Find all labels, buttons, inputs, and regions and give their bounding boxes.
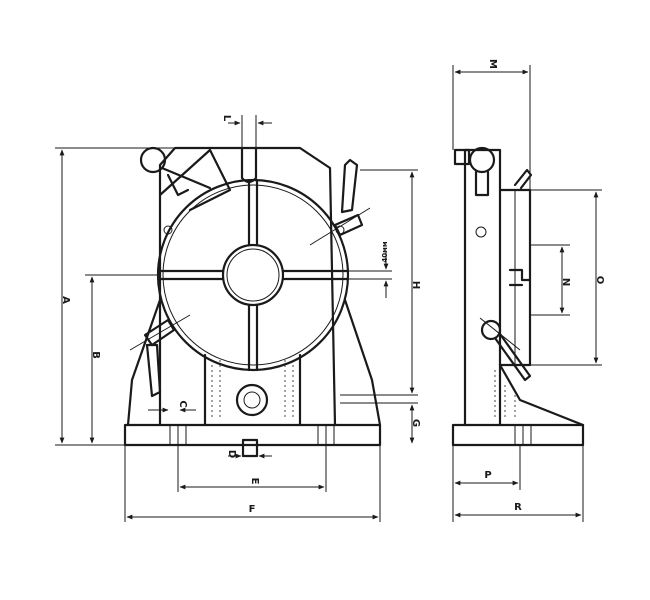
dim-label-d: D xyxy=(226,450,237,458)
front-center-column xyxy=(203,353,302,427)
dimension-lines xyxy=(55,65,602,522)
side-t-slot xyxy=(508,268,532,287)
dim-label-e: E xyxy=(249,478,260,485)
dim-label-c: C xyxy=(177,400,188,407)
side-lever-top xyxy=(513,168,533,190)
side-base-slots xyxy=(514,425,532,445)
dim-label-n: N xyxy=(560,278,571,286)
front-index-hole-outer xyxy=(235,383,269,417)
front-index-hole-inner xyxy=(243,391,261,409)
dim-label-g: G xyxy=(410,419,421,427)
front-lever-left xyxy=(145,343,162,398)
rotary-table-t-slots xyxy=(156,178,350,372)
dim-label-slot: 40мм xyxy=(381,241,389,262)
front-column-hatch xyxy=(211,360,294,420)
side-lever-knob xyxy=(480,319,502,341)
front-base-slots xyxy=(169,425,335,445)
front-lever-right xyxy=(340,158,359,214)
dim-label-f: F xyxy=(249,504,256,515)
rotary-table-bore xyxy=(221,243,285,307)
side-lever-axis xyxy=(479,317,521,351)
front-base-plate xyxy=(123,423,382,447)
front-lever-left-axis xyxy=(129,314,191,351)
dim-label-m: M xyxy=(487,59,498,69)
dim-e-extension xyxy=(177,445,327,492)
dim-f-extension xyxy=(124,445,381,522)
dim-p-extension xyxy=(452,445,521,522)
front-pin-right xyxy=(335,225,345,235)
dim-label-r: R xyxy=(514,502,522,513)
dim-label-l: L xyxy=(221,115,232,122)
dim-m-extension xyxy=(452,65,531,190)
front-top-slot xyxy=(240,146,258,184)
dim-slot-extension xyxy=(345,270,392,280)
side-lever-handle xyxy=(493,332,532,382)
dim-n-extension xyxy=(530,244,570,316)
dim-h-extension xyxy=(340,169,418,396)
side-screw xyxy=(475,226,487,238)
dim-label-p: P xyxy=(484,470,491,481)
dimension-labels: A B H G 40мм L C D E F M N O P R xyxy=(60,59,605,515)
front-lower-body xyxy=(126,298,382,427)
side-view xyxy=(451,146,585,447)
front-housing-outline xyxy=(158,146,337,427)
front-clamp-arm-top xyxy=(160,166,212,197)
dim-o-extension xyxy=(530,189,602,366)
front-clamp-housing-top xyxy=(158,148,232,212)
side-rib-hatch xyxy=(494,370,516,420)
front-lever-right-link xyxy=(333,213,364,237)
dim-a-extension xyxy=(55,147,175,446)
side-clamp-ball xyxy=(468,146,496,174)
dim-label-a: A xyxy=(60,296,71,304)
side-base-plate xyxy=(451,423,585,447)
dim-b-extension xyxy=(85,274,160,446)
dim-l-extension xyxy=(241,115,257,148)
front-pin-left xyxy=(163,225,173,235)
rotary-table-bore-inner xyxy=(226,248,280,302)
rotary-table-outer xyxy=(156,178,350,372)
front-view xyxy=(123,146,382,458)
dim-label-b: B xyxy=(90,351,101,359)
front-lever-left-link xyxy=(143,318,176,347)
dim-label-h: H xyxy=(410,281,421,289)
front-key-d xyxy=(241,438,259,458)
dim-label-o: O xyxy=(594,276,605,285)
side-top-block xyxy=(453,148,471,166)
side-clamp-arm xyxy=(474,170,490,197)
rotary-table-rim xyxy=(162,184,344,366)
side-rib xyxy=(498,363,585,427)
side-column xyxy=(463,148,502,427)
